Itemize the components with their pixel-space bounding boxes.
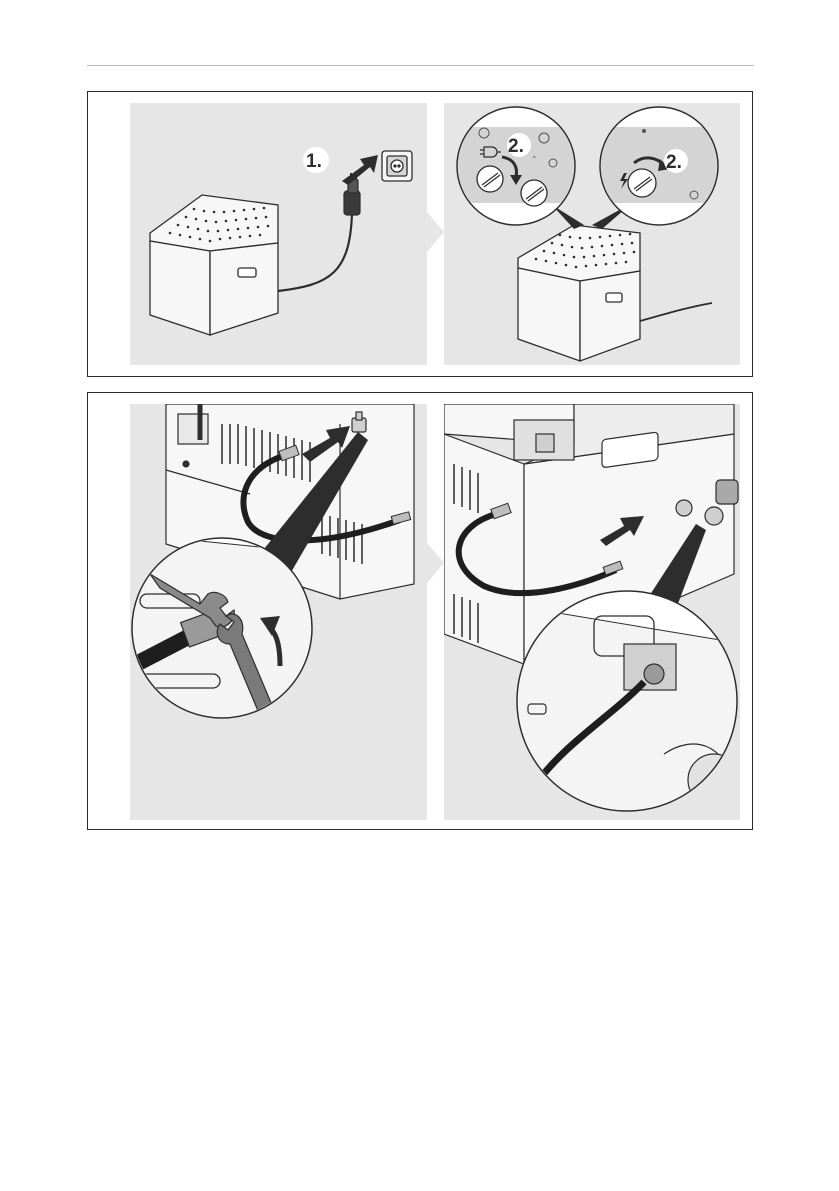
dial-callout-right: 2. (599, 107, 719, 225)
illustration-set-dials: ˄ 2. (444, 103, 740, 365)
dial-callout-left: ˄ 2. (454, 107, 575, 225)
header-rule (87, 65, 754, 66)
illustration-hose-wrench (130, 404, 427, 820)
panel-hose-wrench (130, 404, 427, 820)
cooler-box (150, 195, 278, 335)
step-label: 2. (666, 152, 682, 173)
step-label: 1. (306, 151, 322, 172)
figure-frame-bottom (87, 392, 753, 830)
panel-plug-in: 1. (130, 103, 427, 365)
cooler-box (518, 225, 640, 361)
illustration-hose-connect (444, 404, 740, 820)
power-cable (640, 303, 712, 321)
chevron-right-icon (427, 543, 444, 583)
panel-hose-connect (444, 404, 740, 820)
push-arrow-icon (342, 155, 378, 185)
wall-socket-icon (382, 151, 412, 181)
flame-icon: ˄ (532, 156, 537, 166)
step-label: 2. (508, 136, 524, 157)
illustration-plug-in: 1. (130, 103, 427, 365)
power-cable (278, 213, 352, 291)
figure-frame-top: 1. (87, 91, 753, 377)
chevron-right-icon (427, 212, 444, 252)
panel-set-dials: ˄ 2. (444, 103, 740, 365)
